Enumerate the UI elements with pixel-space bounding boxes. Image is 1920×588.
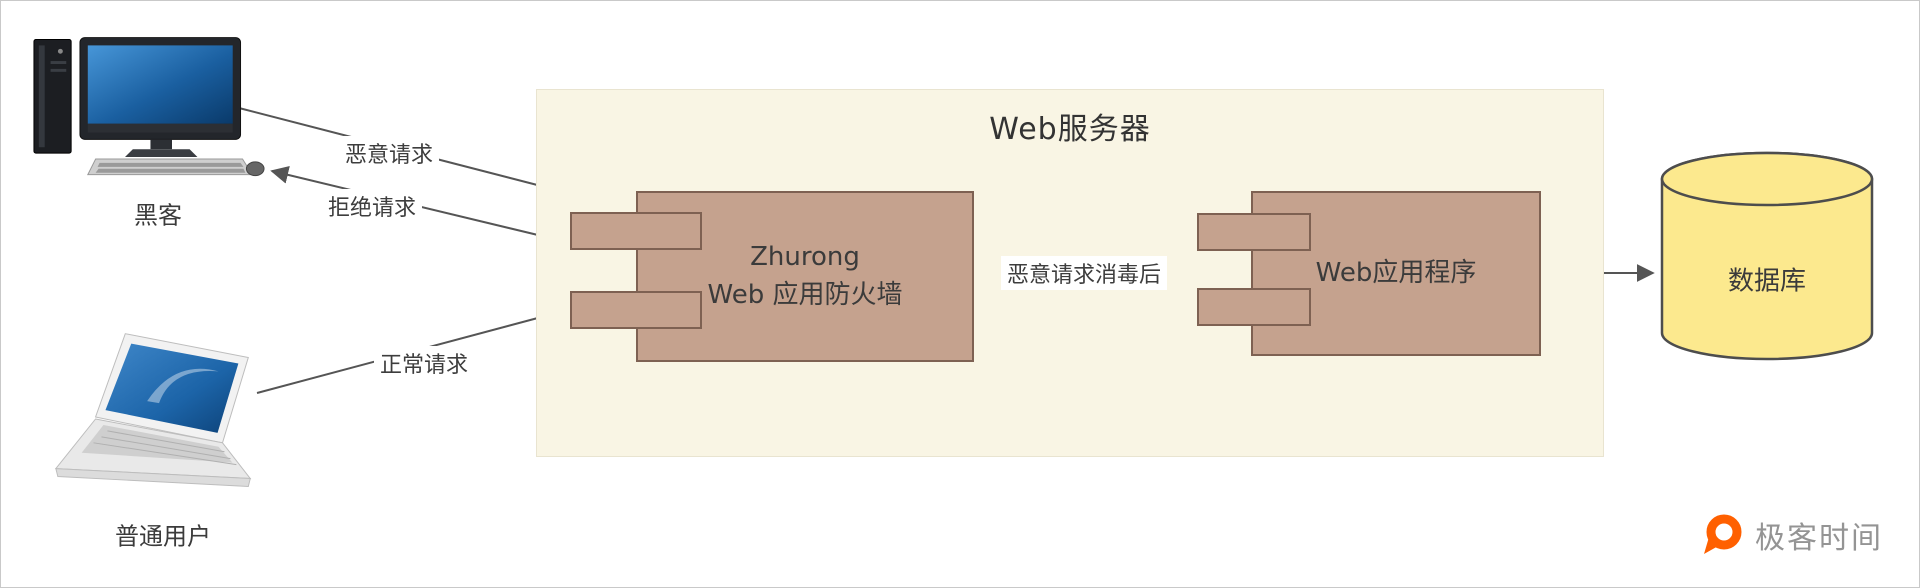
edge-label-normal: 正常请求 (373, 346, 475, 380)
geektime-logo: 极客时间 (1701, 513, 1883, 557)
geektime-logo-text: 极客时间 (1755, 521, 1883, 556)
webapp-port-icon (1197, 213, 1311, 251)
user-label: 普通用户 (115, 522, 211, 551)
database-label: 数据库 (1727, 266, 1807, 297)
hacker-desktop-icon (33, 37, 265, 177)
waf-label-line2: Web 应用防火墙 (707, 279, 903, 310)
webapp-label: Web应用程序 (1315, 257, 1477, 288)
database-node: 数据库 (1660, 151, 1874, 361)
waf-port-icon (570, 212, 702, 250)
geektime-logo-icon (1704, 514, 1742, 554)
waf-component: Zhurong Web 应用防火墙 (570, 191, 974, 362)
webapp-component: Web应用程序 (1197, 191, 1541, 356)
edge-label-reject: 拒绝请求 (321, 189, 423, 223)
database-cylinder-icon (1660, 151, 1874, 361)
waf-port-icon (570, 291, 702, 329)
hacker-label: 黑客 (134, 201, 182, 230)
web-server-title: Web服务器 (989, 112, 1151, 147)
user-laptop-icon (54, 333, 252, 487)
edge-label-sanitized: 恶意请求消毒后 (1000, 256, 1168, 290)
webapp-port-icon (1197, 288, 1311, 326)
edge-label-malicious: 恶意请求 (338, 136, 440, 170)
waf-label-line1: Zhurong (750, 241, 860, 272)
